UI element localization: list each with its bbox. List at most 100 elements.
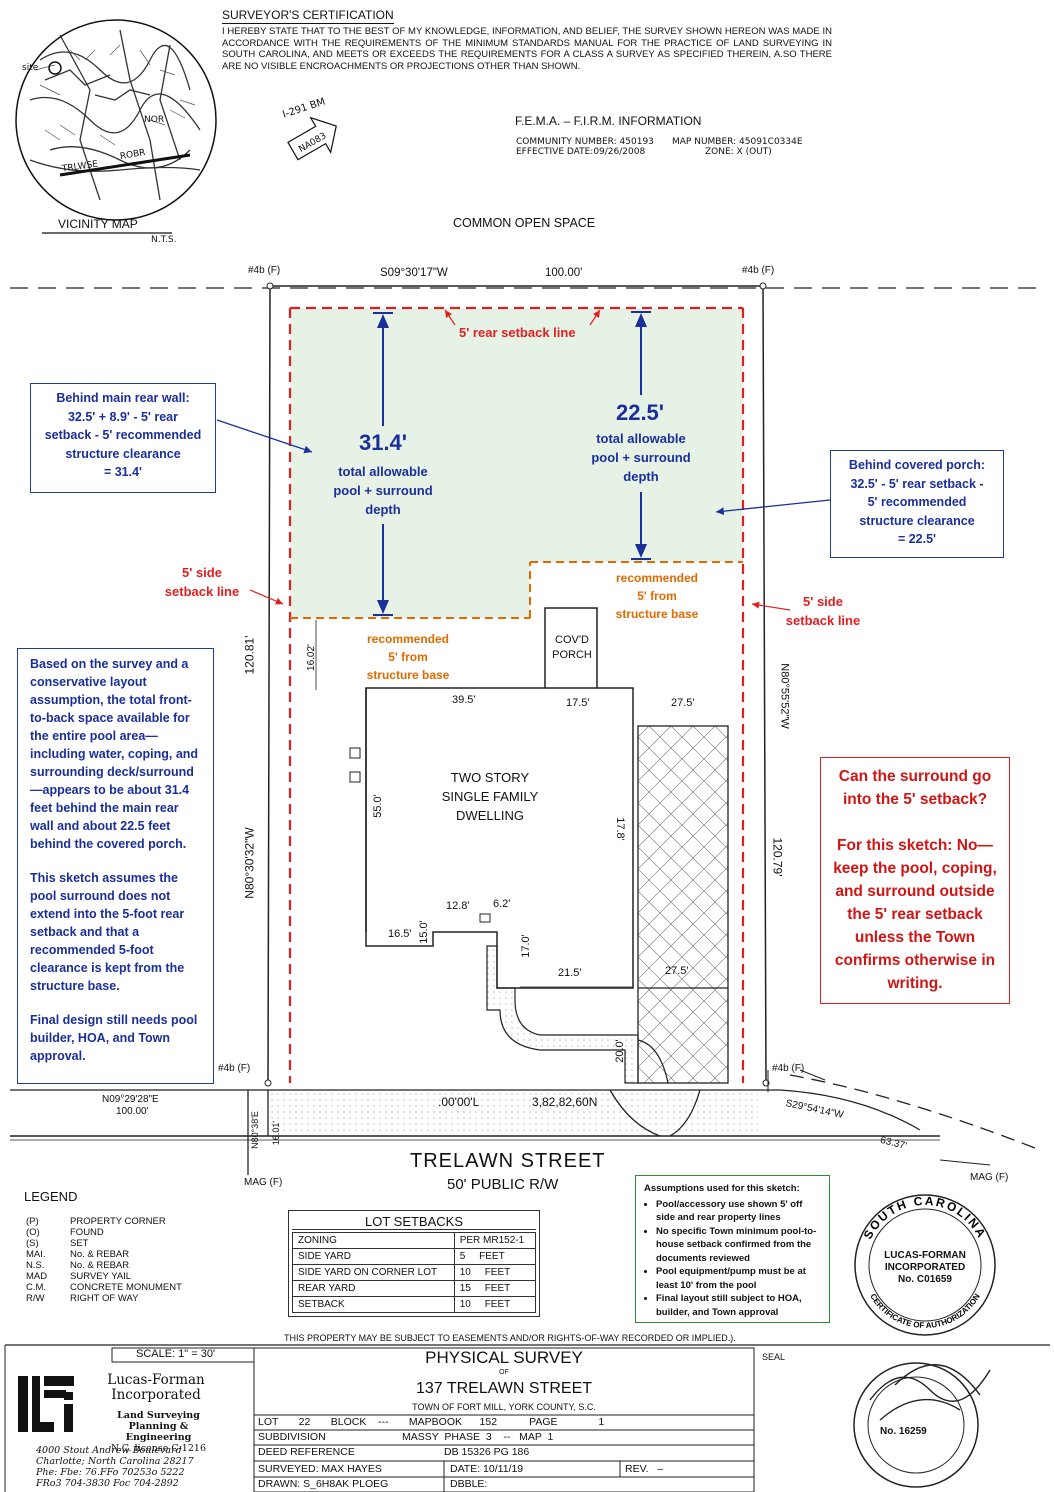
legend-desc: FOUND [70,1227,104,1238]
dim-15: 15.0' [417,920,430,944]
pool-depth-porch: 22.5' [615,400,665,425]
legend-row: (S) SET [26,1238,182,1249]
rear-setback-label: 5' rear setback line [459,325,576,340]
scale: SCALE: 1" = 30' [136,1348,216,1360]
seal-company-text: LUCAS-FORMAN INCORPORATED No. C01659 [870,1250,980,1286]
seal-company-line2: INCORPORATED [884,1262,966,1273]
corner-tr: #4b (F) [742,265,775,276]
legend-desc: SURVEY YAIL [70,1271,132,1282]
setback-label: SETBACK [292,1296,455,1313]
setback-label: ZONING [292,1232,455,1249]
dim-17: 17.0' [519,934,532,958]
legend-desc: PROPERTY CORNER [70,1216,166,1227]
legend-code: (S) [26,1238,39,1249]
dim-39-5: 39.5' [452,694,476,706]
bottom-bearing: N09°29'28"E [102,1094,159,1105]
note-summary-p2: This sketch assumes the pool surround do… [30,871,185,993]
legend-desc: CONCRETE MONUMENT [70,1282,182,1293]
easement-note: THIS PROPERTY MAY BE SUBJECT TO EASEMENT… [284,1333,736,1343]
address-1: 4000 Stout Andrew Boulevard [36,1445,182,1456]
vicinity-title: VICINITY MAP [58,217,138,231]
bl-dist: 16.01' [271,1120,282,1146]
top-distance: 100.00' [545,267,583,279]
recommended-left: recommended 5' from structure base [366,632,450,682]
common-open-space: COMMON OPEN SPACE [453,216,596,230]
lot-row: LOT 22 BLOCK --- MAPBOOK 152 PAGE 1 [258,1416,605,1428]
street-name: TRELAWN STREET [410,1150,606,1172]
assumption-item: Final layout still subject to HOA, build… [656,1292,823,1319]
left-distance: 120.81' [242,635,257,675]
legend-code: MAI. [26,1249,46,1260]
street-rw: 50' PUBLIC R/W [447,1176,559,1193]
note-question: Can the surround go into the 5' setback? [838,768,992,808]
legend-code: MAD [26,1271,48,1282]
recommended-right: recommended 5' from structure base [615,571,699,621]
note-main-rear: Behind main rear wall: 32.5' + 8.9' - 5'… [30,383,216,493]
corner-tl: #4b (F) [248,265,281,276]
survey-town: TOWN OF FORT MILL, YORK COUNTY, S.C. [412,1402,596,1412]
legend-row: C.M. CONCRETE MONUMENT [26,1282,182,1293]
dim-20: 20.0' [613,1039,626,1063]
mag-left: MAG (F) [244,1177,283,1188]
legend-code: C.M. [26,1282,47,1293]
address-2: Charlotte; North Carolina 28217 [36,1456,194,1467]
fema-effective: EFFECTIVE DATE:09/26/2008 [516,147,646,157]
lot-setbacks-title: LOT SETBACKS [292,1214,536,1230]
dim-55: 55.0' [371,794,384,818]
house-label-3: DWELLING [456,808,524,823]
legend-row: MAI.No. & REBAR [26,1249,182,1260]
pool-zone [290,308,743,618]
company-services: Land Surveying Planning & Engineering N.… [96,1410,221,1454]
subdivision-value: MASSY PHASE 3 -- MAP 1 [402,1431,554,1443]
company-seal: SOUTH CAROLINA CERTIFICATE OF AUTHORIZAT… [854,1194,996,1336]
side-setback-left-label: 5' side setback line [164,565,240,599]
assumptions-box: Assumptions used for this sketch: Pool/a… [635,1175,830,1323]
setback-label: REAR YARD [292,1280,455,1297]
fema-title: F.E.M.A. – F.I.R.M. INFORMATION [515,114,702,128]
dim-17-5: 17.5' [566,697,590,709]
drawn-by: DRAWN: S_6H8AK PLOEG [258,1478,389,1490]
legend: (P)PROPERTY CORNER (O) FOUND (S) SET MAI.N… [26,1216,182,1304]
pool-depth-main: 31.4' [358,430,408,455]
note-porch: Behind covered porch: 32.5' - 5' rear se… [830,450,1004,558]
setback-value: 10 FEET [453,1296,537,1313]
setback-value: 10 FEET [453,1264,537,1281]
survey-address: 137 TRELAWN STREET [415,1380,593,1397]
company-logo [18,1376,74,1432]
dim-16-5: 16.5' [388,928,412,940]
setback-label: SIDE YARD [292,1248,455,1265]
side-setback-right-label: 5' side setback line [785,594,861,628]
legend-row: (P)PROPERTY CORNER [26,1216,182,1227]
company-address: 4000 Stout Andrew Boulevard Charlotte; N… [36,1445,194,1489]
legend-desc: SET [70,1238,89,1249]
house-label-2: SINGLE FAMILY [441,789,539,804]
license: N.C. license C-1216 [110,1443,206,1454]
survey-title: PHYSICAL SURVEY [425,1348,583,1367]
surveyor-seal [853,1362,991,1488]
vicinity-site: site [22,63,39,73]
legend-title: LEGEND [24,1189,78,1204]
service-1: Land Surveying [117,1410,200,1421]
left-bearing: N80°30'32"W [242,827,257,899]
legend-code: (O) [26,1227,40,1238]
setback-value: PER MR152-1 [453,1232,537,1249]
setback-value: 5 FEET [453,1248,537,1265]
top-bearing: S09°30'17"W [380,267,448,279]
survey-of: OF [499,1369,509,1376]
legend-code: N.S. [26,1260,45,1271]
assumption-item: No specific Town minimum pool-to-house s… [656,1225,823,1266]
service-2: Planning & Engineering [125,1421,192,1443]
vicinity-map [15,19,217,221]
dim-21-5: 21.5' [558,967,582,979]
note-summary-p3: Final design still needs pool builder, H… [30,1013,198,1063]
porch-label-2: PORCH [552,649,592,661]
left-offset: 16.02' [305,644,317,671]
legend-code: R/W [26,1293,45,1304]
deed-label: DEED REFERENCE [258,1446,355,1458]
